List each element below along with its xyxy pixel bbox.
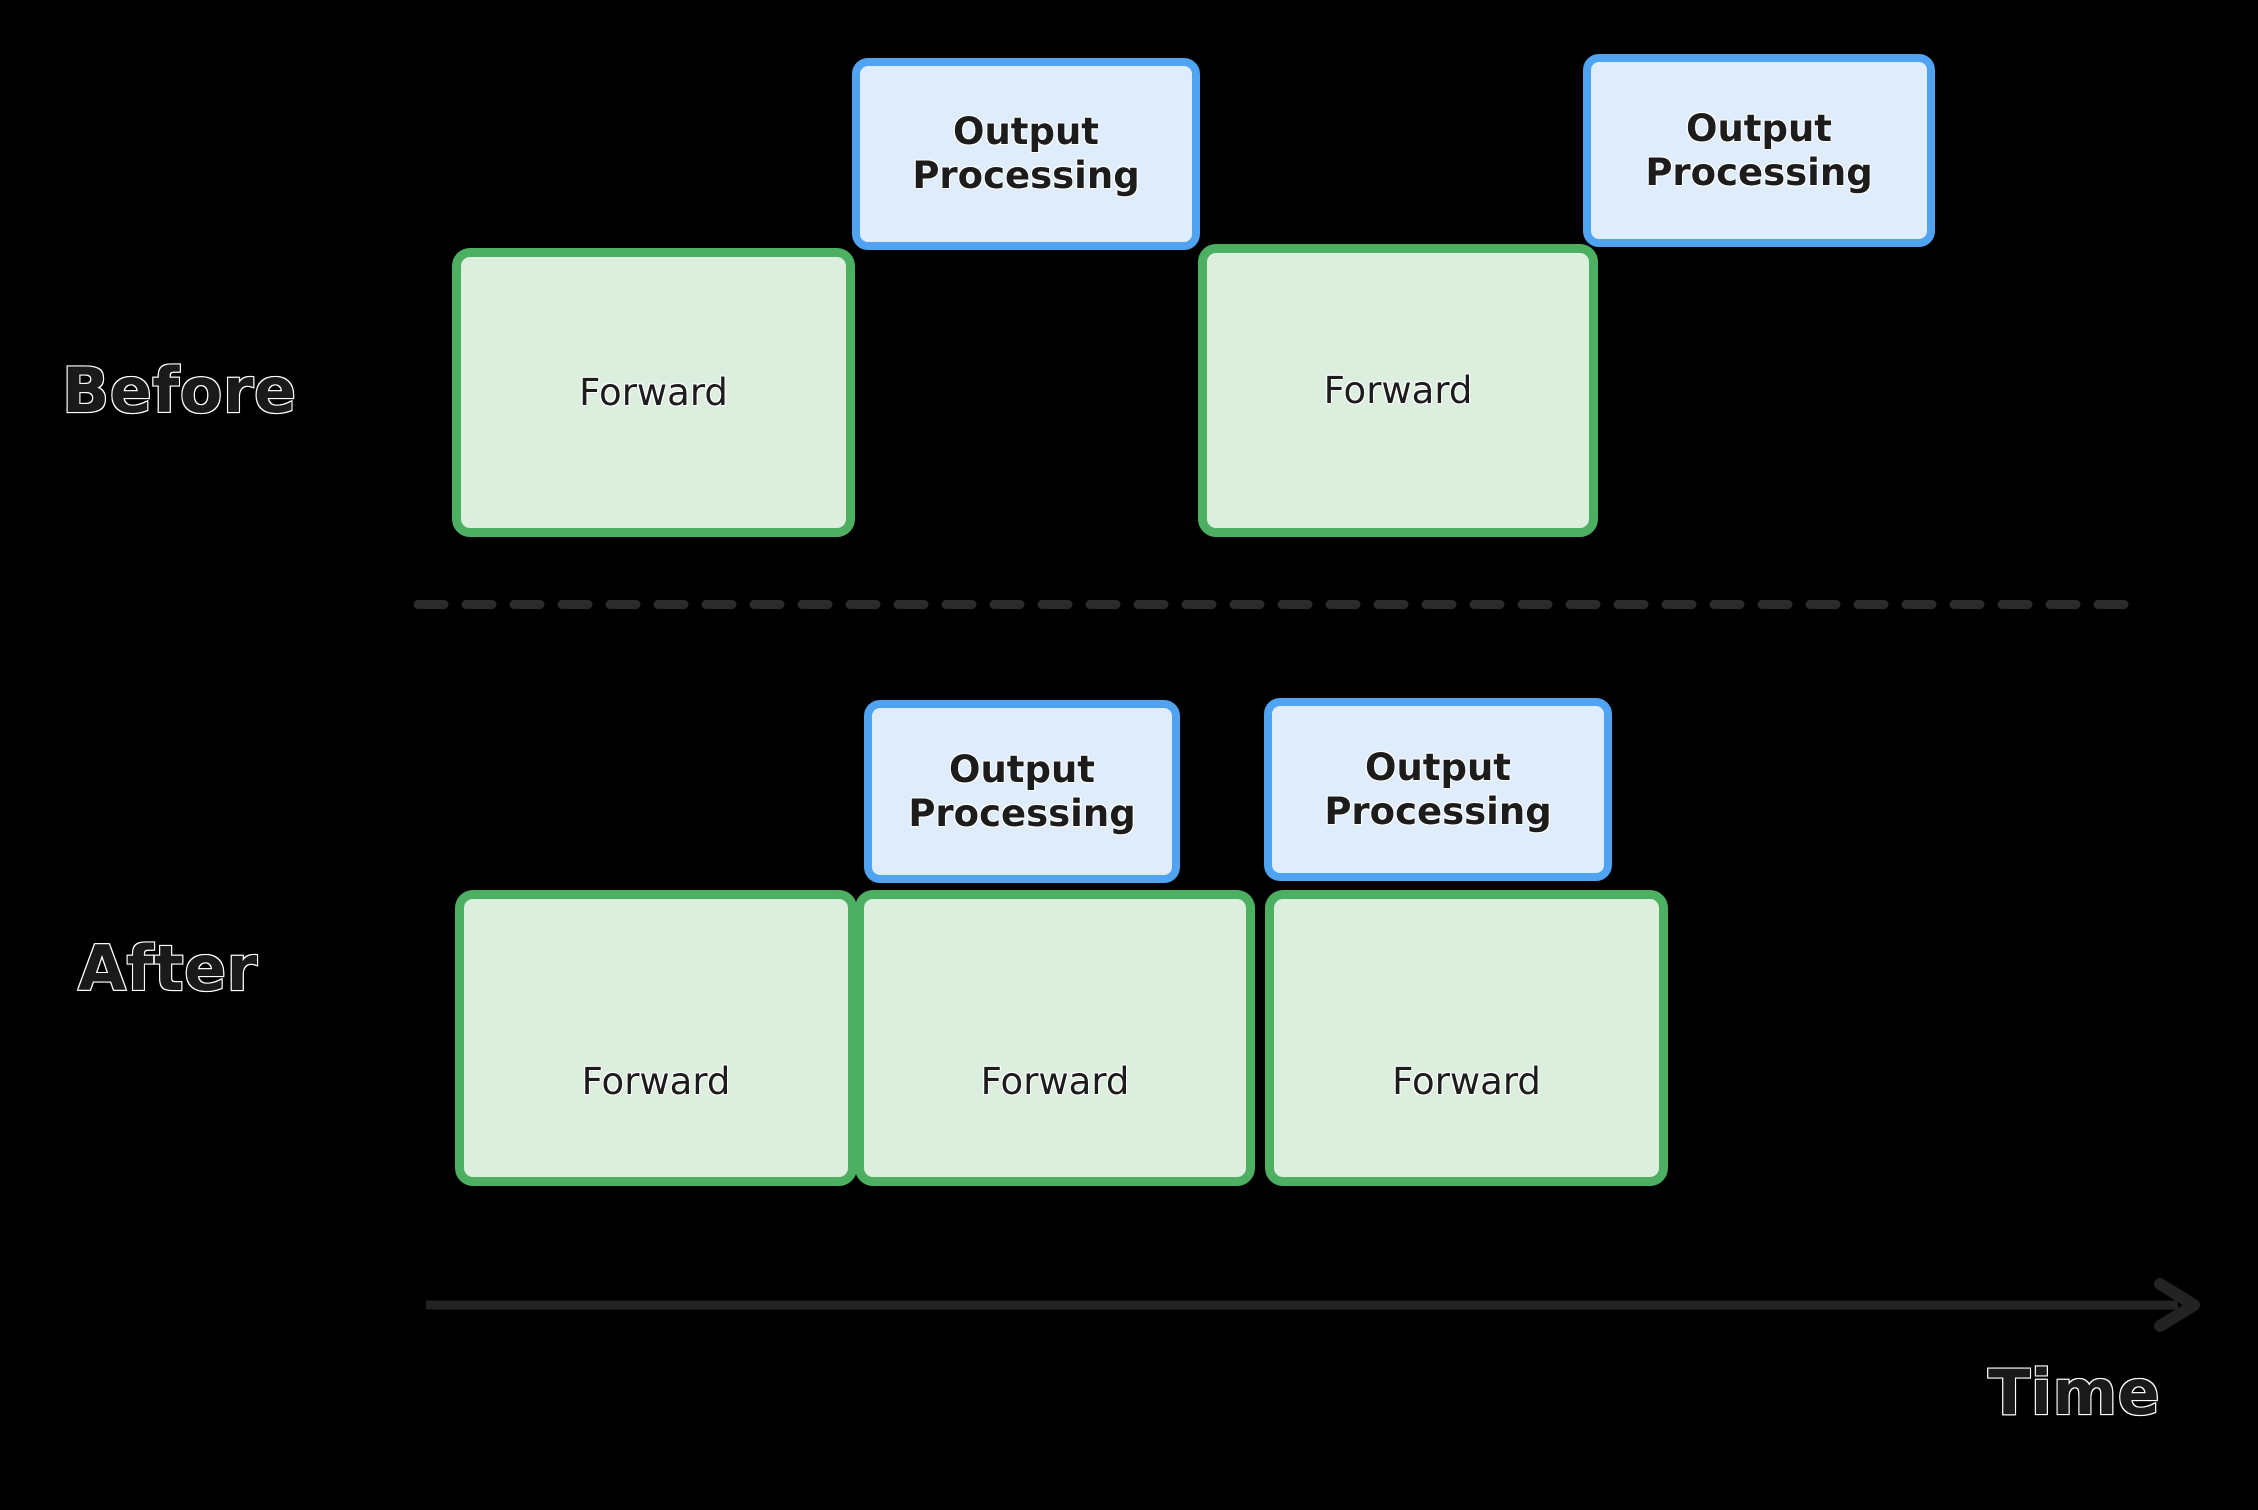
before-forward-box-2: Forward [1198, 244, 1598, 537]
after-forward-box-3: Forward [1265, 890, 1668, 1186]
after-forward-label-3: Forward [1392, 1060, 1541, 1104]
before-output-processing-box-1: Output Processing [852, 58, 1200, 250]
after-output-processing-box-2: Output Processing [1264, 698, 1612, 881]
after-forward-label-1: Forward [581, 1060, 731, 1104]
before-forward-label-2: Forward [1323, 368, 1473, 412]
after-forward-box-2: Forward [855, 890, 1255, 1186]
before-output-processing-label-2: Output Processing [1645, 106, 1873, 194]
time-axis-arrow-icon [426, 1278, 2200, 1332]
row-label-before: Before [61, 354, 297, 427]
row-label-after: After [77, 932, 258, 1005]
after-forward-box-1: Forward [455, 890, 857, 1186]
before-forward-box-1: Forward [452, 248, 855, 537]
before-output-processing-label-1: Output Processing [912, 110, 1140, 197]
before-output-processing-box-2: Output Processing [1583, 54, 1935, 247]
before-forward-label-1: Forward [579, 370, 728, 414]
after-forward-label-2: Forward [980, 1060, 1130, 1104]
after-output-processing-label-2: Output Processing [1324, 745, 1552, 833]
time-axis-label: Time [1987, 1356, 2161, 1429]
after-output-processing-label-1: Output Processing [908, 747, 1136, 835]
after-output-processing-box-1: Output Processing [864, 700, 1180, 883]
section-divider-dashed-line [414, 600, 2132, 609]
